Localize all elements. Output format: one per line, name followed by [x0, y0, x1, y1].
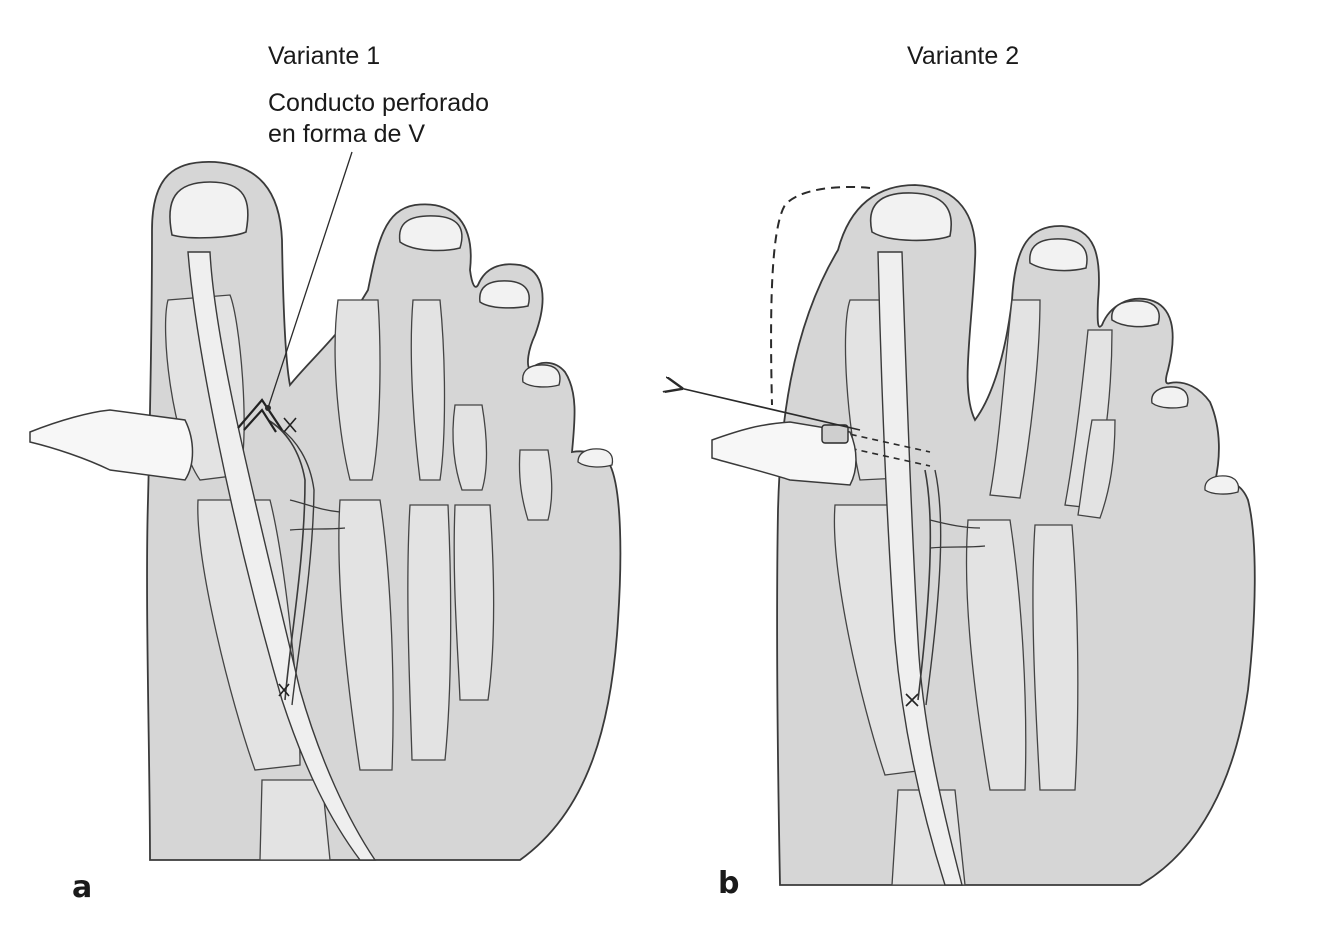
ligament-b: [929, 519, 986, 549]
k-wire-b: [680, 388, 861, 431]
panel-b-letter: b: [718, 866, 740, 901]
panel-a-drawing: [29, 151, 622, 861]
retractor-b: [711, 421, 857, 486]
panel-a-title: Variante 1: [268, 42, 381, 70]
nail-toe3-b: [1111, 300, 1160, 328]
suture-b: [905, 693, 919, 707]
annotation-leader-a: [267, 151, 353, 409]
tendon-transfer-a: [267, 419, 306, 701]
bone-block-b: [821, 424, 849, 444]
nail-toe5-b: [1204, 475, 1240, 495]
panel-a-annotation-line1: Conducto perforado: [268, 89, 489, 117]
panel-a-letter: a: [72, 870, 93, 905]
retractor-a: [29, 409, 194, 481]
annotation-point-a: [265, 405, 271, 411]
nail-toe4-b: [1151, 386, 1189, 409]
suture-a: [278, 417, 297, 697]
original-toe-outline-b: [770, 185, 871, 406]
nail-toe2-b: [1029, 238, 1088, 272]
nail-big-a: [169, 181, 249, 239]
nail-toe5-a: [577, 448, 614, 468]
tendon-transfer-b: [917, 469, 932, 701]
tendon-transfer-a2: [279, 427, 315, 706]
nail-toe4-a: [522, 364, 561, 388]
nail-toe3-a: [479, 280, 530, 309]
tendon-transfer-b2: [925, 469, 942, 706]
bones-a: [164, 294, 553, 861]
tendon-a: [187, 251, 377, 861]
panel-a-annotation-line2: en forma de V: [268, 120, 426, 148]
ligament-a: [289, 499, 346, 531]
panel-b-title: Variante 2: [907, 42, 1020, 70]
panel-b-drawing: [680, 184, 1256, 886]
nail-toe2-a: [398, 215, 463, 252]
nail-big-b: [869, 192, 952, 242]
v-tunnel-a: [237, 398, 283, 433]
